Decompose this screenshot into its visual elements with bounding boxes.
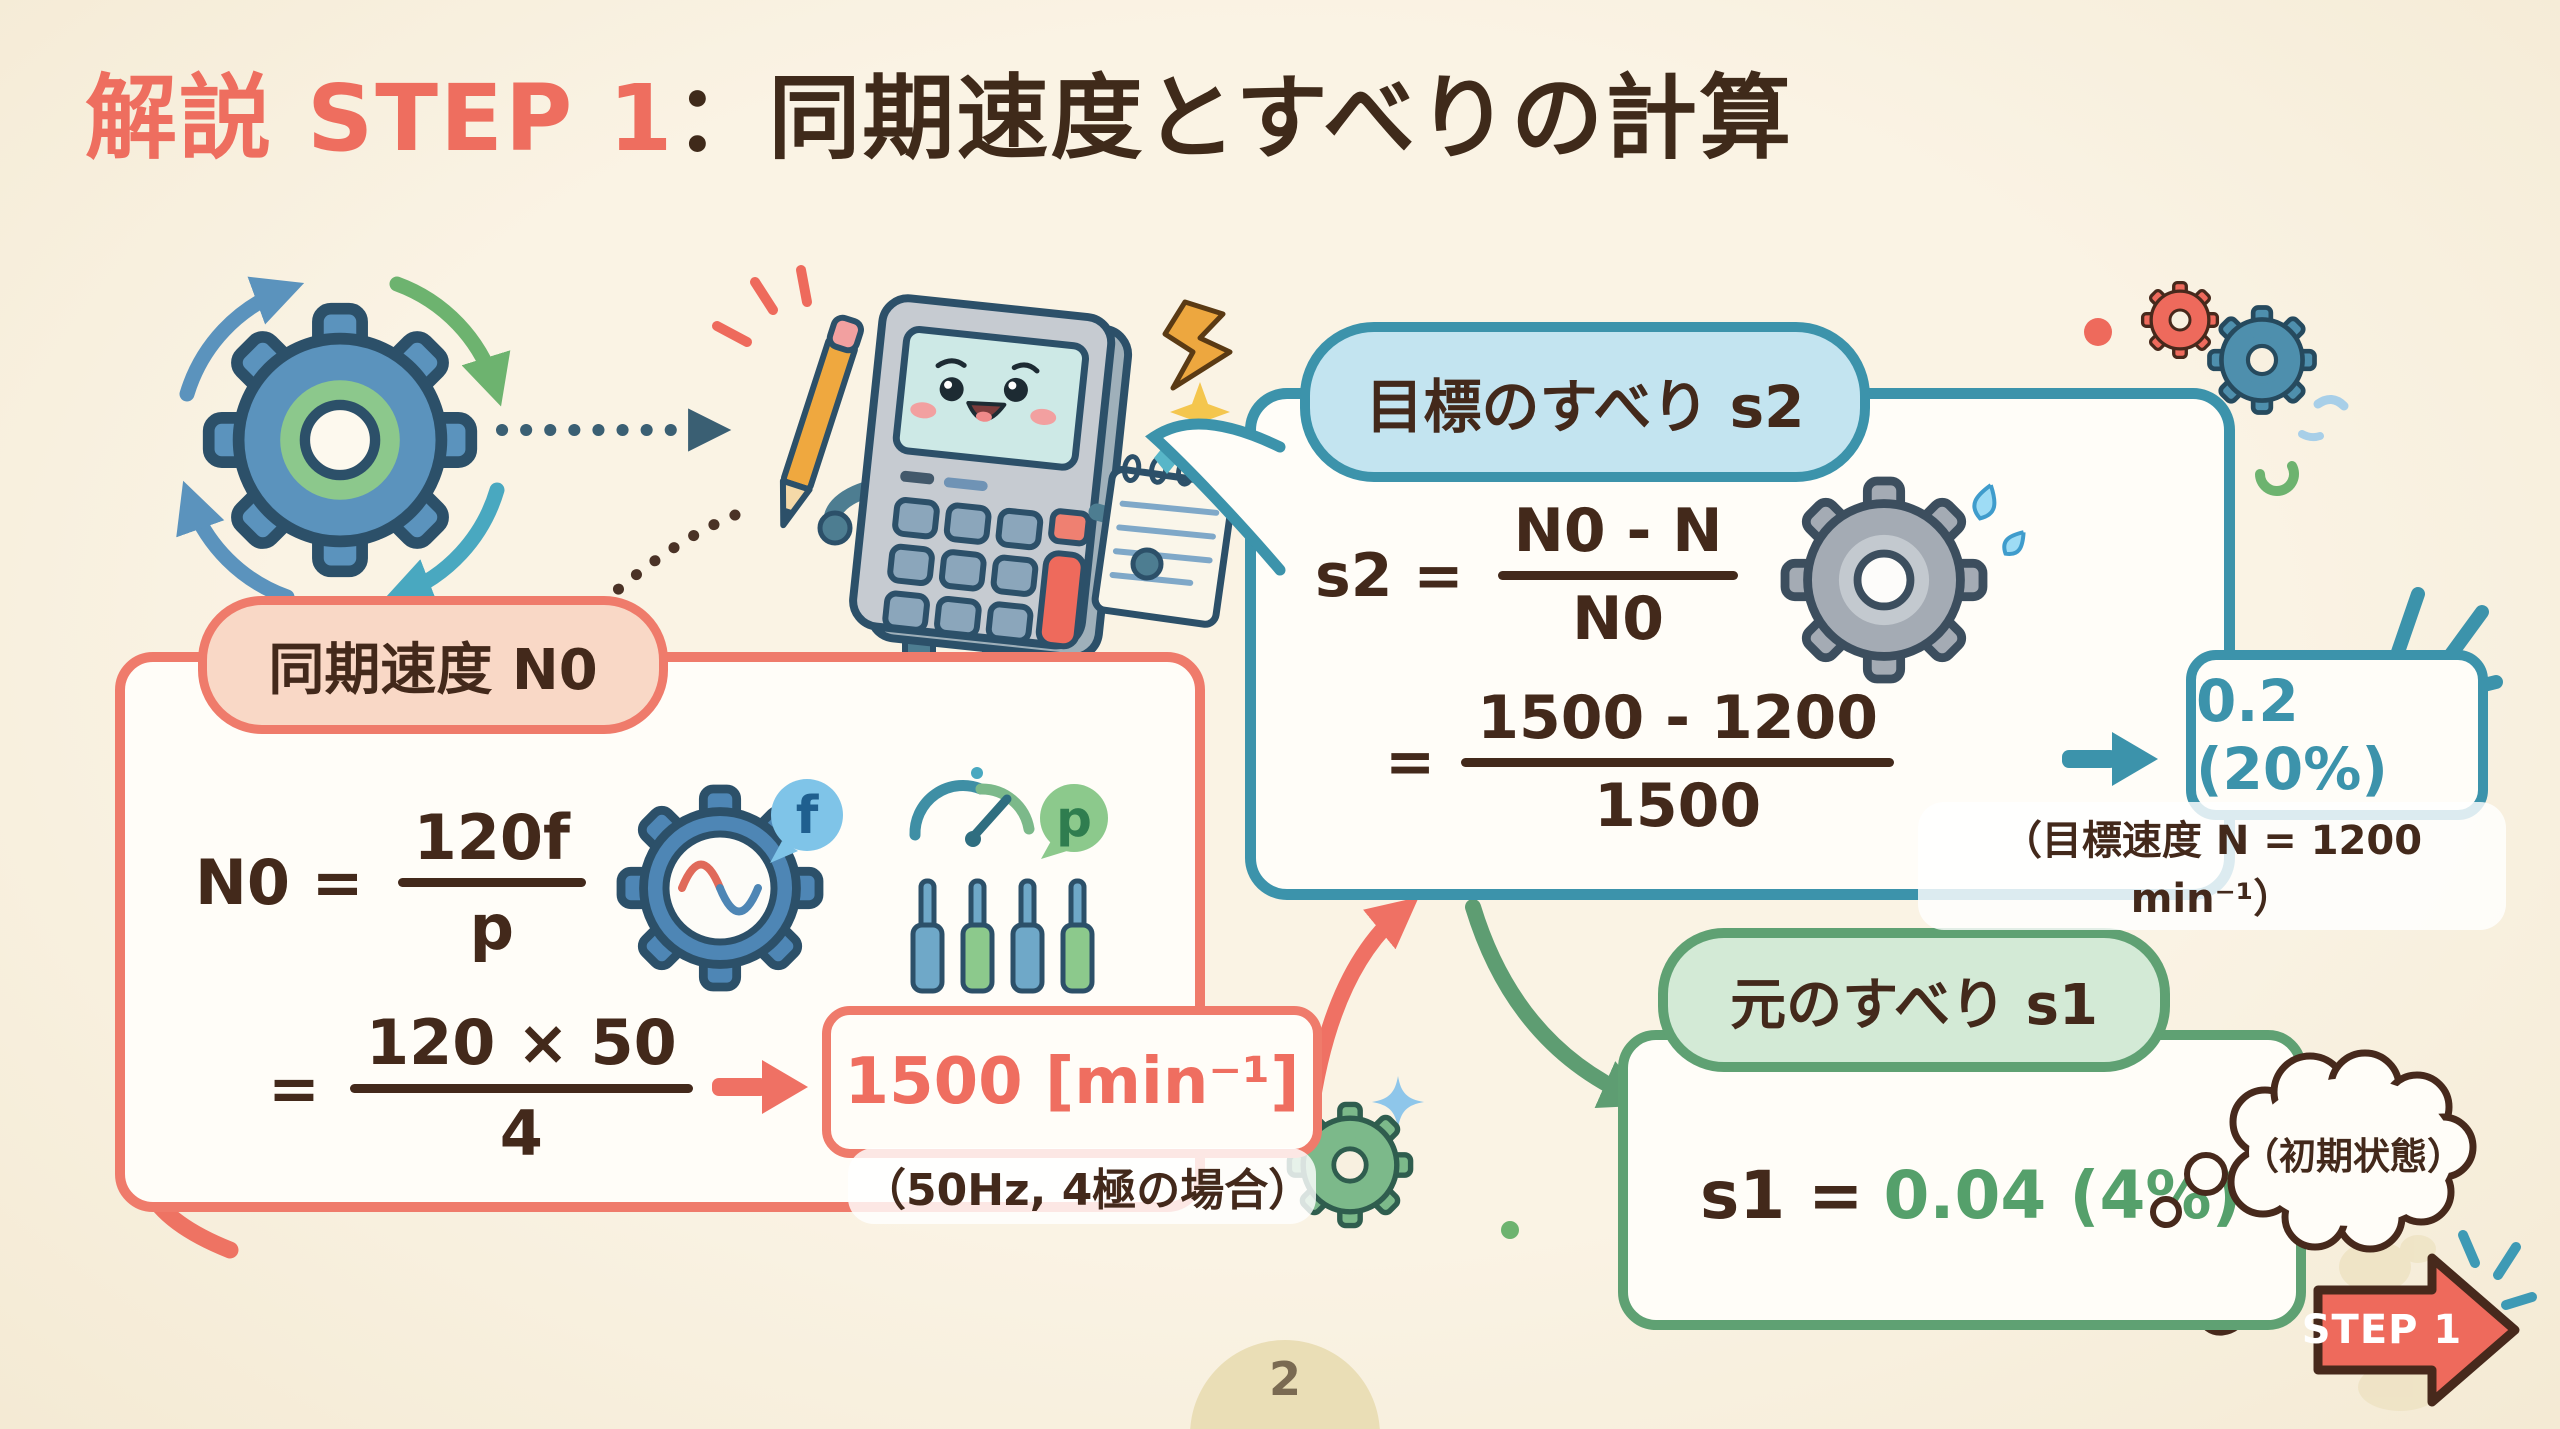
target-slip-header-label: 目標のすべり s2 [1365,373,1805,441]
star-sparkle-icon [1170,382,1230,442]
original-slip-header-label: 元のすべり s1 [1730,972,2098,1038]
red-dot-icon [2084,318,2112,346]
emphasis-lines-icon [712,265,812,347]
fraction-denominator: 1500 [1594,770,1762,841]
s2-formula-line2: = 1500 - 1200 1500 [1385,672,1894,852]
s2-fraction-2: 1500 - 1200 1500 [1461,682,1894,841]
s2-result-box: 0.2 (20%) [2186,650,2488,820]
mascot-body [849,294,1133,662]
n0-lhs: N0 = [195,846,364,919]
thought-dot-large [2184,1152,2228,1196]
fraction-bar [397,878,586,887]
fraction-numerator: 120 × 50 [365,1006,677,1080]
sweating-gear-icon [1785,481,2027,679]
page-number: 2 [1268,1352,1301,1406]
pole-pins-icon [910,878,1095,993]
mascot-right-hand [1130,547,1164,581]
thought-cloud-icon [2227,1049,2477,1253]
page-title-rest: ：同期速度とすべりの計算 [674,65,1794,172]
blue-plus-sparkle-icon [1372,1076,1424,1128]
s2-result-arrow-icon [2062,732,2158,786]
fraction-numerator: 1500 - 1200 [1477,682,1878,753]
n0-formula-line1: N0 = 120f p f p [195,760,1124,1005]
n0-result-arrow-icon [712,1060,808,1114]
s2-lhs: s2 = [1315,540,1464,611]
page-title: 解説 STEP 1：同期速度とすべりの計算 [85,44,1793,177]
s1-value: 0.04 (4%) [1883,1156,2242,1234]
fraction-bar [1461,757,1894,767]
synchronous-speed-header: 同期速度 N0 [198,596,668,734]
rotating-gear-illustration [176,276,511,607]
fraction-denominator: 4 [499,1096,543,1170]
poles-icon: p [909,766,1108,993]
page-title-highlight: 解説 STEP 1 [85,65,675,172]
n0-eq2: = [268,1051,320,1125]
rotation-arrows-icon [176,276,511,607]
beige-blobs [2339,1235,2442,1411]
sweat-drops-icon [1972,483,2027,557]
frequency-label: f [796,786,820,846]
fraction-numerator: N0 - N [1513,496,1723,566]
step-badge-label: STEP 1 [2301,1307,2463,1353]
frequency-gear-icon: f [620,778,843,987]
s2-result-value: 0.2 (20%) [2196,667,2388,803]
s1-formula: s1 = 0.04 (4%) [1700,1140,2242,1250]
n0-formula-line2: = 120 × 50 4 [268,998,693,1178]
s2-eq2: = [1385,727,1436,797]
dotted-curve-icon [542,509,741,661]
n0-result-box: 1500 [min⁻¹] [822,1006,1322,1158]
poles-label: p [1056,790,1092,848]
green-dot-icon [1501,1221,1519,1239]
step-badge [2313,1230,2537,1411]
mascot-screen [892,326,1089,471]
target-slip-header: 目標のすべり s2 [1300,322,1870,482]
cloud-note-label: （初期状態） [2242,1135,2464,1178]
frequency-bubble [770,778,843,851]
n0-result-value: 1500 [min⁻¹] [844,1045,1300,1119]
fraction-denominator: N0 [1572,584,1665,654]
n0-fraction-1: 120f p [397,800,586,964]
s2-fraction-1: N0 - N N0 [1497,496,1739,654]
synchronous-speed-header-label: 同期速度 N0 [268,637,598,703]
thought-dot-small [2150,1196,2182,1228]
lightning-icon [1162,299,1233,391]
fraction-numerator: 120f [413,800,570,874]
fraction-denominator: p [469,891,514,964]
gears-cluster-icon [2084,282,2349,496]
pencil-icon [779,314,864,529]
mascot-buttons [882,497,1044,644]
badge-sparkle-lines-icon [2458,1230,2537,1310]
mascot-left-hand [817,510,853,546]
fraction-bar [349,1083,693,1093]
s2-result-caption: （目標速度 N = 1200 min⁻¹） [1918,802,2506,930]
green-curved-arrow-icon [1465,899,1652,1109]
s2-formula-line1: s2 = N0 - N N0 [1315,468,2032,683]
n0-result-caption: （50Hz, 4極の場合） [848,1148,1316,1224]
step-badge-arrow [2313,1253,2520,1407]
speech-bubble-tail [1145,418,1286,576]
n0-fraction-2: 120 × 50 4 [349,1006,693,1170]
original-slip-header: 元のすべり s1 [1658,928,2170,1072]
fraction-bar [1497,571,1739,580]
s1-lhs: s1 = [1700,1156,1864,1234]
poles-bubble [1039,783,1108,852]
